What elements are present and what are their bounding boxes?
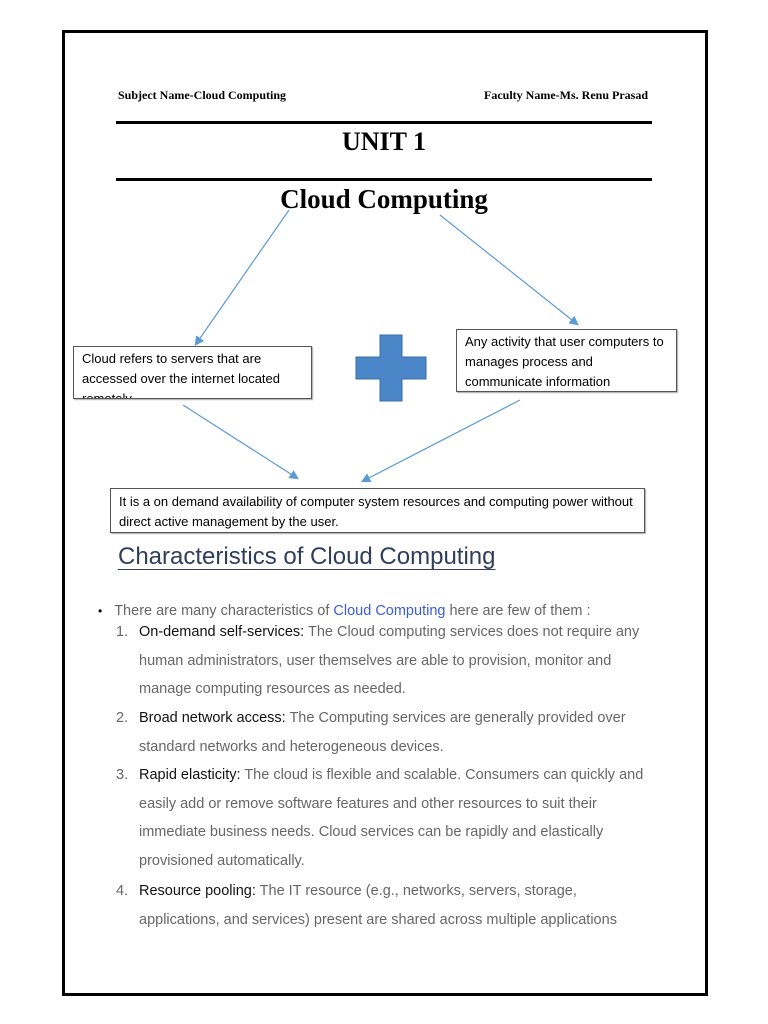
divider	[116, 121, 652, 124]
faculty-name: Faculty Name-Ms. Renu Prasad	[484, 88, 648, 102]
divider	[116, 178, 652, 181]
plus-icon	[355, 334, 427, 402]
unit-title: UNIT 1	[341, 127, 427, 156]
cloud-computing-link[interactable]: Cloud Computing	[333, 603, 446, 618]
list-item: 1.On-demand self-services: The Cloud com…	[116, 624, 640, 698]
page-border	[62, 30, 708, 996]
arrow	[439, 214, 579, 326]
arrow	[194, 209, 290, 346]
cloud-definition-box: Cloud refers to servers that are accesse…	[73, 346, 312, 399]
cloud-computing-definition-box: It is a on demand availability of comput…	[110, 488, 645, 533]
intro-line: •There are many characteristics of Cloud…	[98, 603, 591, 618]
arrow	[360, 399, 521, 483]
arrow	[182, 404, 300, 480]
bullet-icon: •	[98, 604, 103, 618]
section-heading: Characteristics of Cloud Computing	[118, 543, 496, 570]
diagram-arrows	[182, 209, 579, 483]
list-item: 3.Rapid elasticity: The cloud is flexibl…	[116, 767, 644, 870]
computing-definition-box: Any activity that user computers to mana…	[456, 329, 677, 392]
topic-title: Cloud Computing	[280, 184, 488, 214]
list-item: 2.Broad network access: The Computing se…	[116, 710, 626, 755]
list-item: 4.Resource pooling: The IT resource (e.g…	[116, 883, 617, 928]
subject-name: Subject Name-Cloud Computing	[118, 88, 287, 102]
